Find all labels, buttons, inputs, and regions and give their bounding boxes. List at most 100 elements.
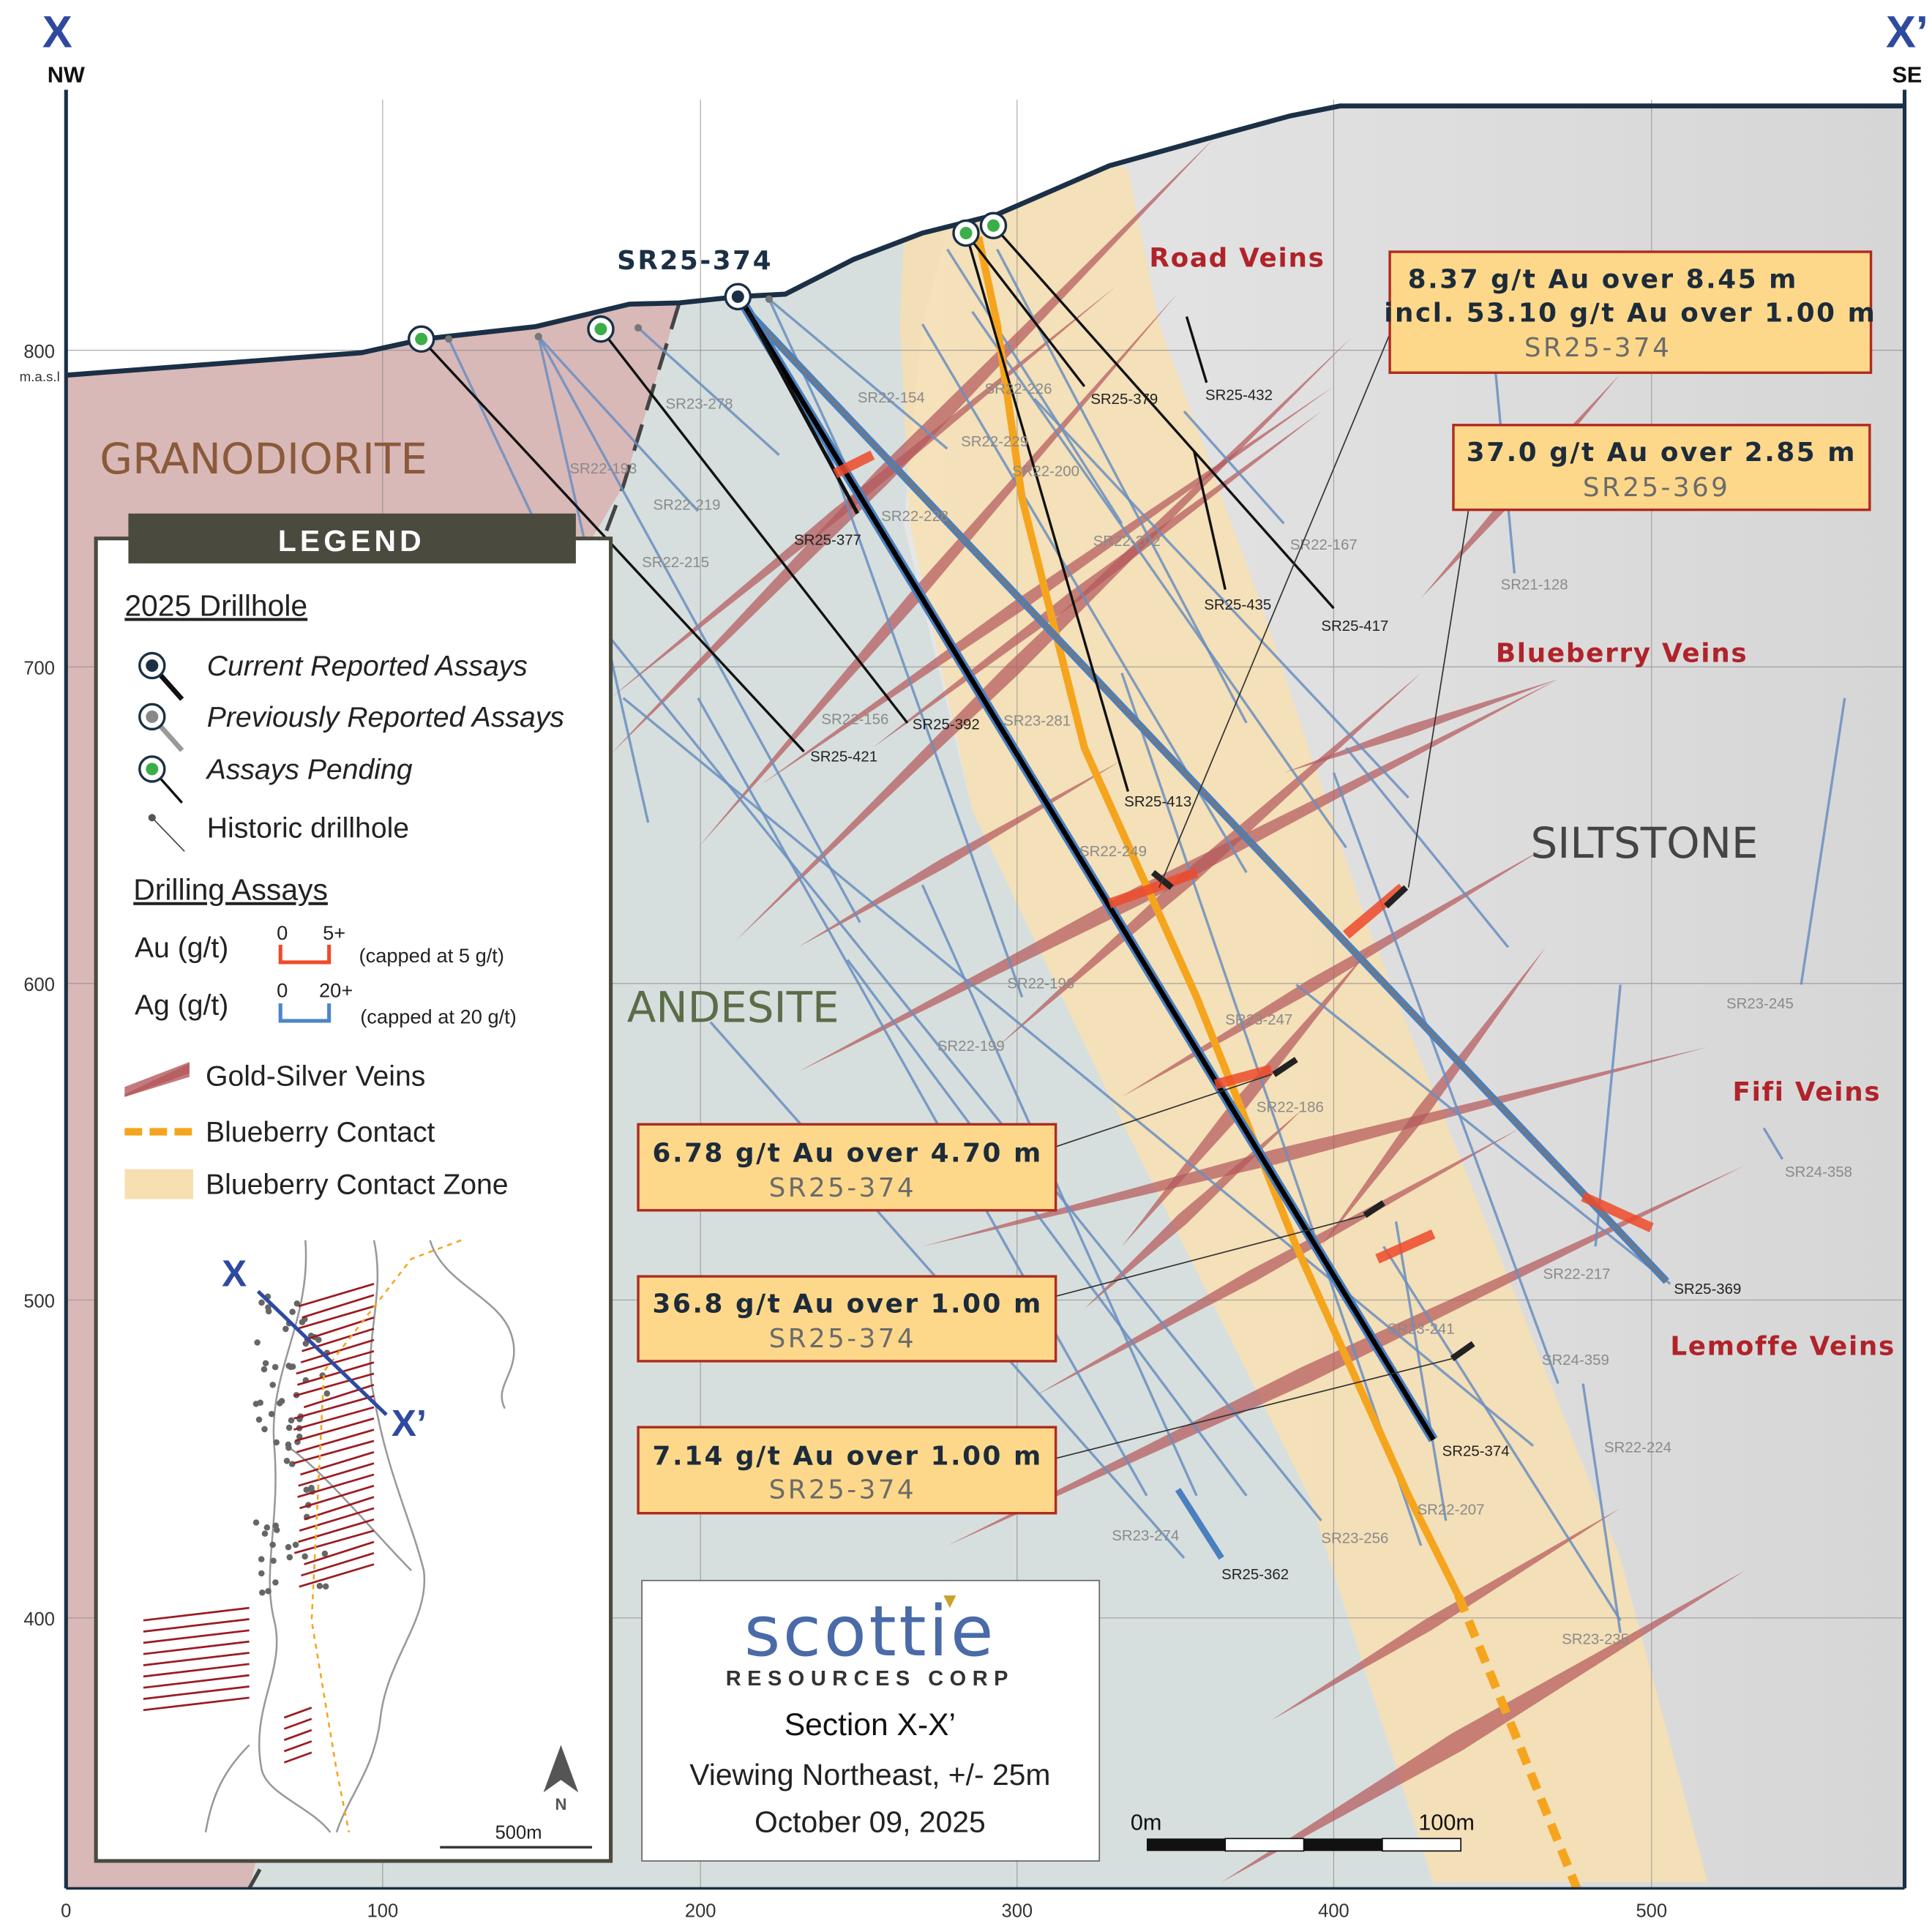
inset-vein	[143, 1606, 250, 1622]
drillhole-sr25-379[interactable]	[965, 232, 1086, 388]
historic-drillhole[interactable]	[1382, 1246, 1622, 1622]
drillhole-label-historic[interactable]: SR23-245	[1726, 996, 1794, 1012]
callout-hole: SR25-369	[1583, 473, 1730, 503]
historic-drillhole[interactable]	[1295, 984, 1671, 1285]
drillhole-label-historic[interactable]: SR22-167	[1290, 537, 1358, 553]
drillhole-label-current[interactable]: SR25-417	[1321, 618, 1388, 634]
drillhole-label-current[interactable]: SR25-432	[1205, 388, 1273, 404]
inset-vein	[143, 1629, 250, 1644]
collar-historic[interactable]	[445, 295, 773, 343]
historic-drillhole[interactable]	[537, 335, 700, 512]
historic-drillhole[interactable]	[971, 310, 1347, 849]
drillhole-sr25-362[interactable]	[1175, 1488, 1224, 1560]
drillhole-label-historic[interactable]: SR22-215	[642, 555, 709, 571]
scale-start: 0m	[1131, 1810, 1162, 1835]
drillhole-label-historic[interactable]: SR22-199	[937, 1038, 1005, 1055]
assay-callout: 7.14 g/t Au over 1.00 m SR25-374	[637, 1426, 1057, 1515]
drillhole-label-current[interactable]: SR25-379	[1090, 392, 1158, 408]
drillhole-label-current[interactable]: SR25-362	[1221, 1567, 1289, 1583]
drillhole-label-historic[interactable]: SR22-193	[569, 461, 637, 477]
drillhole-label-historic[interactable]: SR22-200	[1012, 464, 1079, 480]
collar-current-sr25-374[interactable]	[724, 282, 752, 311]
drillhole-sr25-377[interactable]	[746, 310, 860, 514]
drillhole-label-historic[interactable]: SR22-156	[821, 712, 888, 728]
drillhole-label-historic[interactable]: SR23-256	[1321, 1531, 1388, 1547]
inset-drill-collar	[321, 1550, 329, 1557]
historic-drillhole[interactable]	[768, 298, 948, 450]
drillhole-label-historic[interactable]: SR23-274	[1112, 1528, 1179, 1544]
drillhole-label-current[interactable]: SR25-413	[1124, 794, 1191, 810]
historic-drillhole[interactable]	[1581, 1383, 1622, 1633]
drillhole-label-historic[interactable]: SR22-186	[1257, 1099, 1324, 1115]
drillhole-label-historic[interactable]: SR22-224	[1604, 1439, 1671, 1456]
inset-drill-collar	[322, 1583, 329, 1590]
inset-vein	[293, 1439, 375, 1464]
drillhole-label-historic[interactable]: SR23-247	[1225, 1012, 1292, 1028]
historic-drillhole[interactable]	[637, 326, 780, 456]
historic-drillhole[interactable]	[622, 697, 1535, 1448]
drillhole-label-historic[interactable]: SR22-217	[1543, 1267, 1611, 1283]
drillhole-label-historic[interactable]: SR23-281	[1003, 713, 1071, 729]
vein	[610, 137, 1216, 755]
historic-drillhole[interactable]	[1183, 410, 1285, 525]
historic-drillhole[interactable]	[946, 248, 1123, 525]
drillhole-label-historic[interactable]: SR22-154	[858, 390, 925, 406]
vein	[1284, 679, 1559, 773]
historic-drillhole[interactable]	[846, 959, 1248, 1497]
historic-drillhole[interactable]	[1800, 697, 1846, 985]
historic-drillhole[interactable]	[1332, 772, 1560, 1385]
inset-drill-collar	[269, 1382, 276, 1388]
drillhole-label-current[interactable]: SR25-374	[1442, 1443, 1510, 1459]
drillhole-label-historic[interactable]: SR24-358	[1785, 1164, 1852, 1180]
collar-pending[interactable]	[407, 211, 1008, 353]
historic-drillhole[interactable]	[1394, 1221, 1448, 1521]
scale-end: 100m	[1418, 1810, 1475, 1835]
historic-drillhole[interactable]	[597, 622, 1322, 1522]
drillhole-label-current[interactable]: SR25-377	[794, 532, 861, 548]
drillhole-sr25-413[interactable]	[965, 233, 1130, 793]
drillhole-label-historic[interactable]: SR23-278	[666, 397, 733, 413]
drillhole-label-current[interactable]: SR25-392	[913, 716, 980, 733]
inset-vein	[283, 1729, 312, 1741]
inset-vein	[298, 1518, 375, 1543]
historic-drillhole[interactable]	[1033, 397, 1409, 799]
drillhole-label-historic[interactable]: SR24-359	[1542, 1352, 1609, 1368]
vein	[798, 760, 1122, 948]
drillhole-sr25-417[interactable]	[992, 225, 1335, 610]
drillhole-label-historic[interactable]: SR22-219	[653, 498, 720, 514]
drillhole-label-historic[interactable]: SR23-235	[1562, 1632, 1629, 1648]
historic-drillhole[interactable]	[921, 884, 1198, 1497]
historic-drillhole[interactable]	[1120, 673, 1423, 1546]
drillhole-label-historic[interactable]: SR22-228	[881, 509, 948, 525]
legend-previous: Previously Reported Assays	[207, 702, 564, 733]
drillhole-sr25-432[interactable]	[1185, 316, 1208, 383]
au-assay-bars	[833, 450, 1654, 1264]
drillhole-label-historic[interactable]: SR22-226	[985, 381, 1052, 397]
drillhole-sr25-392[interactable]	[599, 328, 909, 724]
drillhole-label-current[interactable]: SR25-421	[810, 749, 877, 765]
section-start-label: X	[42, 7, 72, 57]
north-label: N	[555, 1795, 566, 1813]
drillhole-label-historic[interactable]: SR23-241	[1388, 1321, 1455, 1337]
historic-drillhole[interactable]	[1762, 1127, 1784, 1160]
drillhole-label-historic[interactable]: SR22-196	[1007, 976, 1074, 992]
historic-drillhole[interactable]	[537, 336, 861, 924]
inset-drill-collar	[289, 1461, 296, 1467]
inset-vein	[293, 1406, 375, 1431]
historic-drillhole[interactable]	[821, 435, 1024, 998]
inset-vein	[296, 1361, 375, 1386]
drillhole-label-historic[interactable]: SR22-202	[1093, 533, 1161, 550]
assay-callout: 8.37 g/t Au over 8.45 m incl. 53.10 g/t …	[1384, 250, 1875, 374]
historic-drillhole[interactable]	[697, 697, 1148, 1497]
drillhole-sr25-435[interactable]	[1193, 451, 1227, 591]
drillhole-label-current[interactable]: SR25-369	[1674, 1281, 1741, 1298]
historic-drillhole[interactable]	[1345, 746, 1510, 948]
inset-vein	[298, 1283, 375, 1308]
callout-hole: SR25-374	[769, 1173, 916, 1203]
drillhole-label-historic[interactable]: SR22-249	[1079, 844, 1147, 860]
drillhole-label-historic[interactable]: SR22-229	[961, 434, 1028, 450]
drillhole-label-historic[interactable]: SR22-207	[1418, 1502, 1485, 1518]
historic-drillhole[interactable]	[447, 338, 537, 525]
drillhole-label-historic[interactable]: SR21-128	[1501, 577, 1568, 594]
drillhole-label-current[interactable]: SR25-435	[1204, 597, 1271, 613]
